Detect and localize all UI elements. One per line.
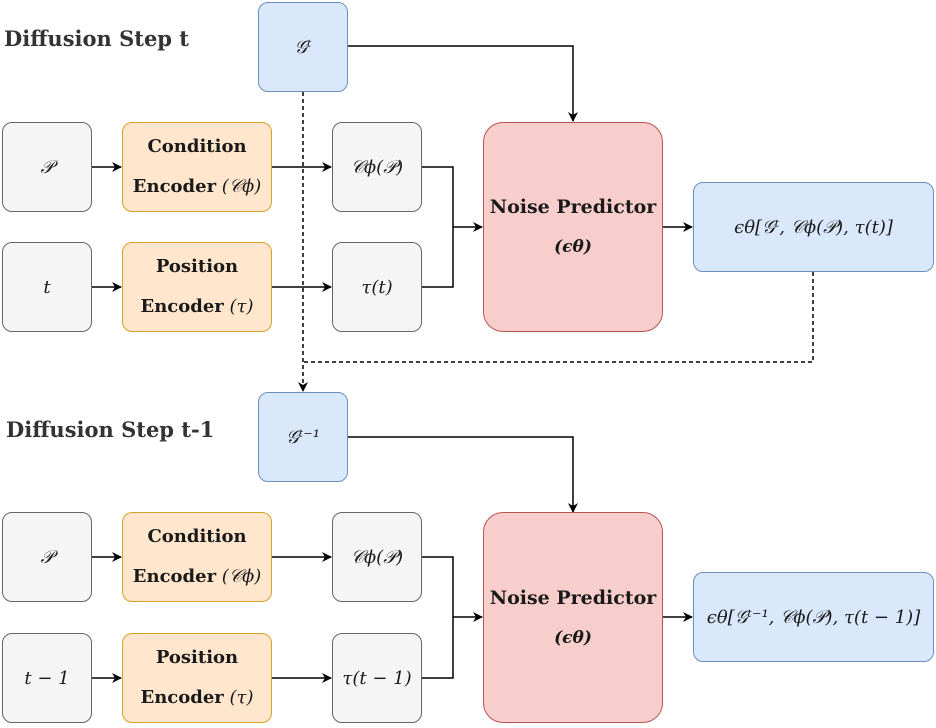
line-pos-out-to-noise-2 (422, 617, 454, 679)
line-pos-out-to-noise (422, 227, 454, 288)
position-encoder-sym-2: (τ) (229, 687, 254, 708)
position-encoder-line1-2: Position (155, 647, 239, 668)
noise-output-node: ϵθ[𝒢ᵗ, 𝒞ϕ(𝒫), τ(t)] (693, 182, 934, 272)
noise-predictor-title: Noise Predictor (489, 196, 657, 218)
arrow-graph-t-to-noise (348, 45, 578, 122)
condition-encoder-node: Condition Encoder (𝒞ϕ) (122, 122, 272, 212)
input-t-label: t (43, 276, 51, 298)
graph-t1-label: 𝒢ᵗ⁻¹ (286, 426, 320, 448)
position-output-label: τ(t) (361, 276, 393, 298)
condition-output-node-2: 𝒞ϕ(𝒫) (332, 512, 422, 602)
input-t-node: t (2, 242, 92, 332)
condition-encoder-line2-2: Encoder (132, 566, 217, 587)
arrow-cond-out-to-noise-2 (422, 556, 483, 622)
arrow-graph-t1-to-noise (348, 436, 578, 513)
noise-predictor-node: Noise Predictor (ϵθ) (483, 122, 663, 332)
condition-output-label: 𝒞ϕ(𝒫) (350, 156, 404, 178)
noise-output-label-2: ϵθ[𝒢ᵗ⁻¹, 𝒞ϕ(𝒫), τ(t − 1)] (706, 606, 921, 628)
input-p-node: 𝒫 (2, 122, 92, 212)
position-encoder-sym: (τ) (229, 296, 254, 317)
position-encoder-node-2: Position Encoder (τ) (122, 633, 272, 723)
position-encoder-line2: Encoder (140, 296, 224, 317)
position-encoder-line1: Position (155, 256, 239, 277)
noise-predictor-sym: (ϵθ) (554, 237, 592, 257)
graph-t1-node: 𝒢ᵗ⁻¹ (258, 392, 348, 482)
noise-predictor-node-2: Noise Predictor (ϵθ) (483, 512, 663, 723)
input-t1-node: t − 1 (2, 633, 92, 723)
condition-encoder-line1: Condition (147, 136, 247, 157)
noise-output-label: ϵθ[𝒢ᵗ, 𝒞ϕ(𝒫), τ(t)] (734, 216, 893, 238)
input-t1-label: t − 1 (24, 667, 70, 689)
noise-predictor-title-2: Noise Predictor (489, 586, 657, 609)
dashed-output-to-next-graph (303, 272, 814, 363)
noise-output-node-2: ϵθ[𝒢ᵗ⁻¹, 𝒞ϕ(𝒫), τ(t − 1)] (693, 572, 934, 662)
position-output-node-2: τ(t − 1) (332, 633, 422, 723)
arrow-cond-out-to-noise (422, 166, 483, 232)
condition-encoder-line2: Encoder (132, 176, 217, 197)
graph-t-label: 𝒢ᵗ (294, 36, 312, 58)
input-p-node-2: 𝒫 (2, 512, 92, 602)
position-encoder-line2-2: Encoder (140, 687, 224, 708)
position-output-label-2: τ(t − 1) (342, 667, 412, 689)
condition-encoder-node-2: Condition Encoder (𝒞ϕ) (122, 512, 272, 602)
noise-predictor-sym-2: (ϵθ) (554, 627, 592, 648)
step-t-title: Diffusion Step t (4, 26, 190, 51)
input-p-label-2: 𝒫 (40, 546, 54, 568)
input-p-label: 𝒫 (40, 156, 54, 178)
condition-encoder-sym: (𝒞ϕ) (221, 176, 262, 197)
graph-t-node: 𝒢ᵗ (258, 2, 348, 92)
step-t1-title: Diffusion Step t-1 (6, 417, 215, 442)
condition-output-node: 𝒞ϕ(𝒫) (332, 122, 422, 212)
condition-encoder-sym-2: (𝒞ϕ) (221, 566, 262, 587)
condition-encoder-line1-2: Condition (147, 526, 247, 547)
position-encoder-node: Position Encoder (τ) (122, 242, 272, 332)
position-output-node: τ(t) (332, 242, 422, 332)
condition-output-label-2: 𝒞ϕ(𝒫) (350, 546, 404, 568)
